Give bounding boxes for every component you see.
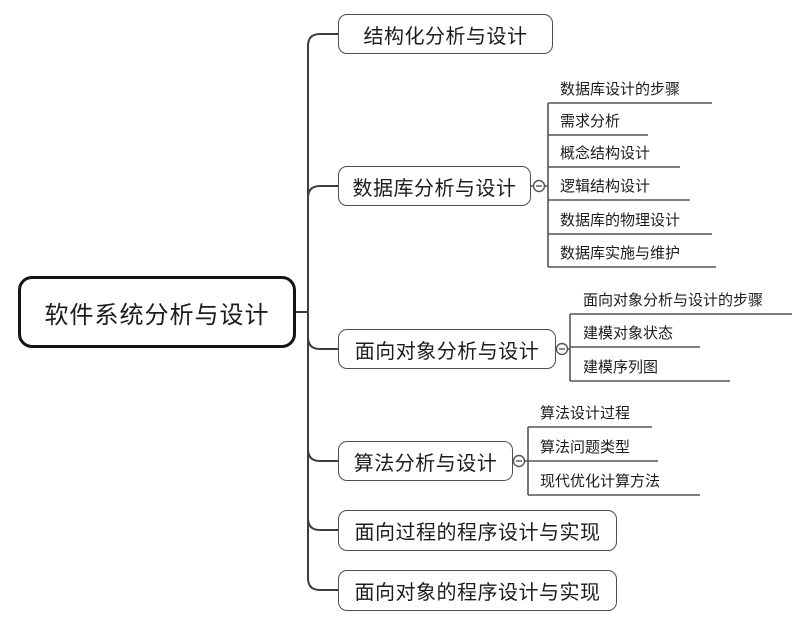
subtopic-implementation-maintenance[interactable]: 数据库实施与维护	[560, 245, 681, 262]
connector-line	[307, 311, 339, 531]
subtopic-modeling-object-state[interactable]: 建模对象状态	[583, 325, 674, 342]
connector-line	[307, 311, 339, 591]
collapse-toggles	[512, 179, 569, 468]
database-subtree-connectors	[531, 102, 716, 268]
subtopic-oo-analysis-steps[interactable]: 面向对象分析与设计的步骤	[583, 292, 764, 309]
connector-line	[307, 311, 339, 350]
oo-subtree-connectors	[556, 313, 792, 382]
subtopic-algorithm-problem-types[interactable]: 算法问题类型	[540, 439, 631, 456]
subtopic-algorithm-design-process[interactable]: 算法设计过程	[540, 405, 631, 422]
collapse-toggle-icon[interactable]	[555, 342, 569, 356]
collapse-toggle-icon[interactable]	[532, 179, 546, 193]
branch-topic-procedural-programming[interactable]: 面向过程的程序设计与实现	[338, 510, 617, 551]
subtopic-requirement-analysis[interactable]: 需求分析	[560, 113, 621, 130]
subtopic-conceptual-design[interactable]: 概念结构设计	[560, 145, 651, 162]
root-branch-connectors	[295, 33, 339, 591]
branch-topic-database-analysis[interactable]: 数据库分析与设计	[338, 166, 531, 206]
subtopic-database-design-steps[interactable]: 数据库设计的步骤	[560, 81, 681, 98]
branch-topic-structured-analysis[interactable]: 结构化分析与设计	[338, 14, 553, 54]
subtopic-logical-design[interactable]: 逻辑结构设计	[560, 178, 651, 195]
branch-topic-oo-programming[interactable]: 面向对象的程序设计与实现	[338, 570, 617, 611]
root-topic[interactable]: 软件系统分析与设计	[18, 276, 296, 348]
collapse-toggle-icon[interactable]	[512, 454, 526, 468]
branch-topic-oo-analysis[interactable]: 面向对象分析与设计	[338, 329, 556, 369]
connector-line	[307, 33, 339, 313]
connector-line	[307, 311, 339, 462]
subtopic-physical-design[interactable]: 数据库的物理设计	[560, 212, 681, 229]
connector-line	[307, 185, 339, 313]
algorithm-subtree-connectors	[513, 426, 700, 496]
subtopic-modern-optimization-methods[interactable]: 现代优化计算方法	[540, 473, 661, 490]
branch-topic-algorithm-analysis[interactable]: 算法分析与设计	[338, 441, 513, 481]
subtopic-modeling-sequence-diagram[interactable]: 建模序列图	[583, 359, 659, 376]
